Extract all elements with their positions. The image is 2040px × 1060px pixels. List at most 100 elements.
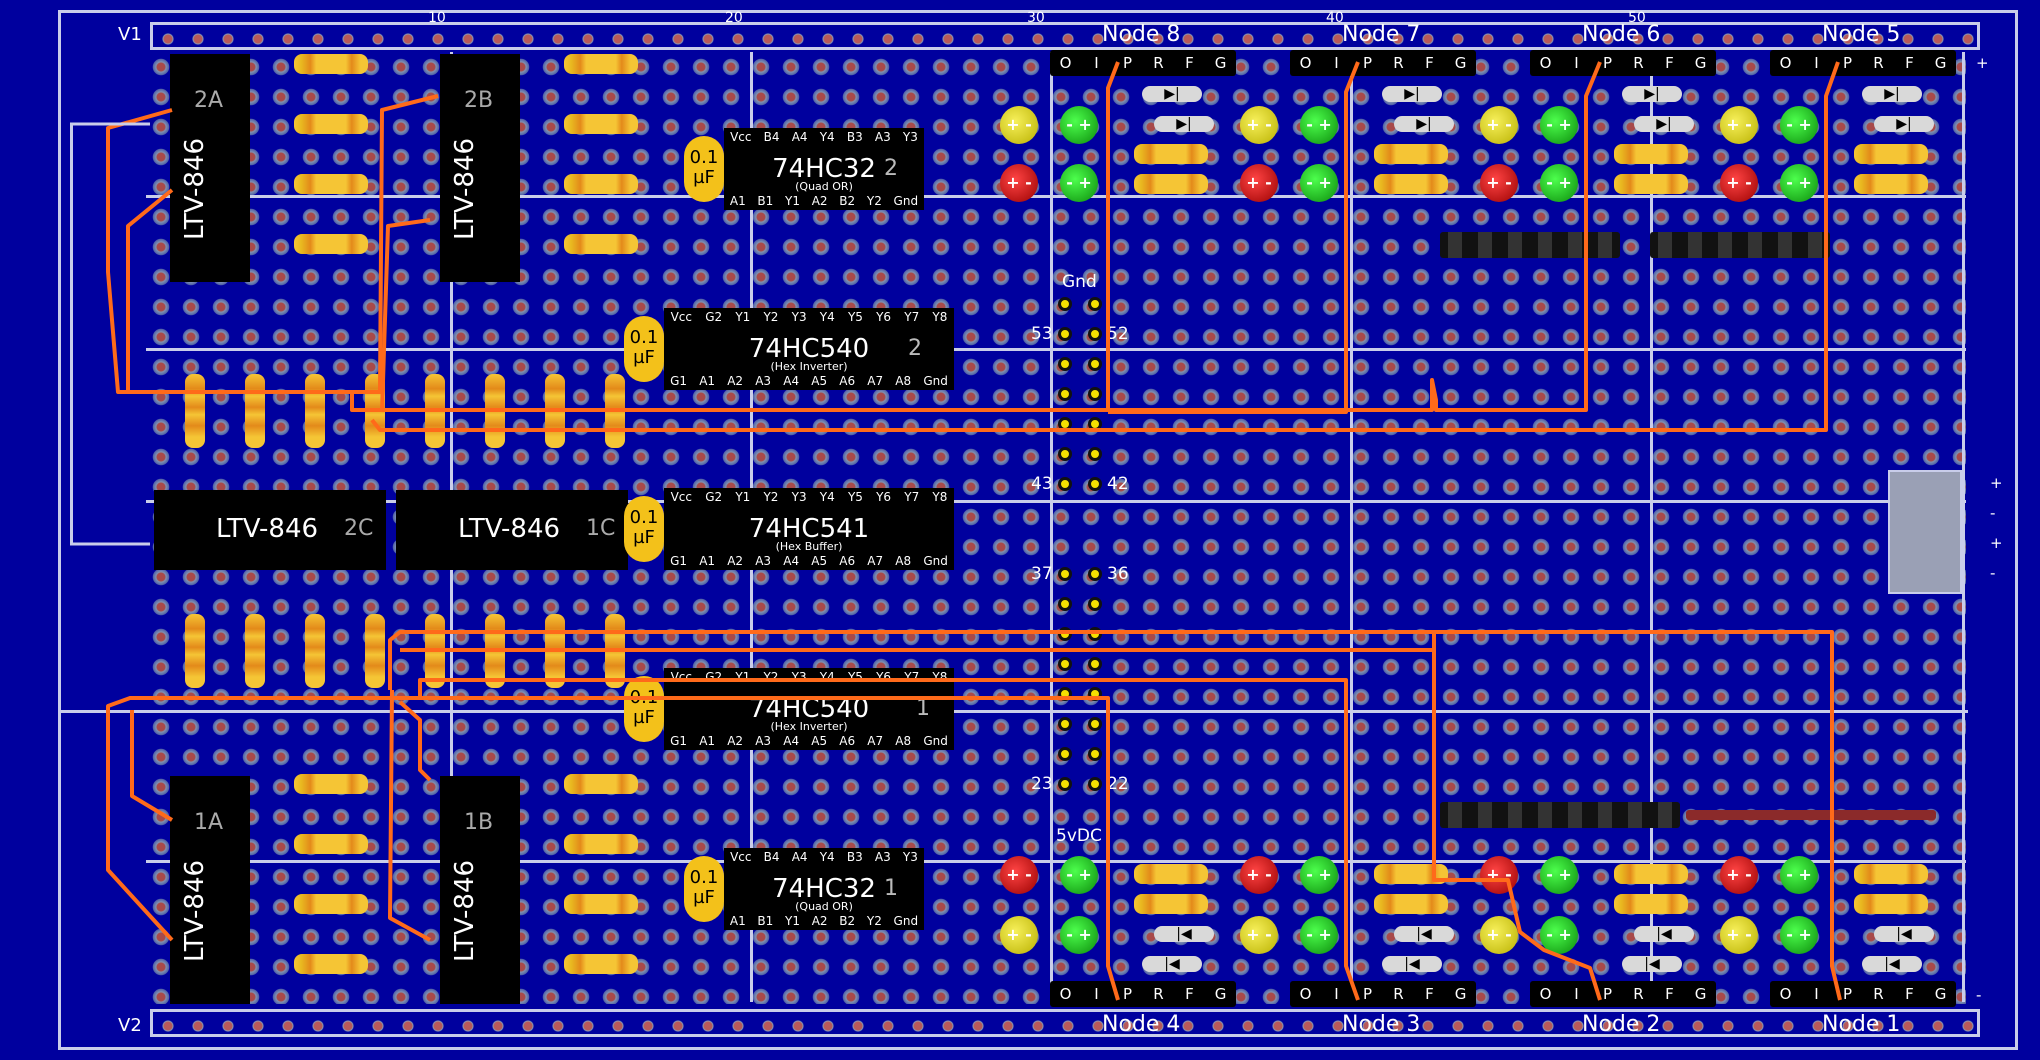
led-red: + -	[1720, 856, 1758, 894]
ruler-10: 10	[428, 10, 446, 26]
capacitor: 0.1 µF	[684, 856, 724, 922]
led-yellow: + -	[1240, 106, 1278, 144]
diode: |◀	[1382, 956, 1442, 972]
led-yellow: + -	[1000, 106, 1038, 144]
grid-divider	[1350, 52, 1353, 1002]
led-green: - +	[1060, 856, 1098, 894]
node-label-3: Node 3	[1342, 1012, 1421, 1037]
pin-label-52: 52	[1107, 324, 1129, 344]
pin-header-strip	[1650, 232, 1830, 258]
resistor	[1854, 894, 1928, 914]
pin-pad	[1058, 717, 1072, 731]
pin-pad	[1058, 447, 1072, 461]
opto-tag: 1B	[464, 810, 494, 835]
pin-label-22: 22	[1107, 774, 1129, 794]
rail-minus-label: -	[1976, 986, 1982, 1004]
rail-label-v2: V2	[118, 1015, 142, 1036]
pin-pad	[1058, 387, 1072, 401]
jumper-bar	[1686, 810, 1936, 820]
resistor	[294, 894, 368, 914]
diode: ▶|	[1154, 116, 1214, 132]
pin-pad	[1088, 687, 1102, 701]
led-green: - +	[1540, 916, 1578, 954]
diode: ▶|	[1622, 86, 1682, 102]
diode: |◀	[1622, 956, 1682, 972]
led-yellow: + -	[1720, 916, 1758, 954]
resistor	[1614, 174, 1688, 194]
ic-subtitle: (Hex Inverter)	[770, 720, 848, 733]
led-green: - +	[1300, 164, 1338, 202]
resistor	[605, 374, 625, 448]
led-green: - +	[1300, 916, 1338, 954]
resistor	[564, 174, 638, 194]
bottom-power-rail	[150, 1009, 1980, 1037]
power-connector	[1888, 470, 1962, 594]
pin-label-23: 23	[1031, 774, 1053, 794]
diode: |◀	[1874, 926, 1934, 942]
opto-2b: 2B LTV-846	[440, 54, 520, 282]
resistor	[564, 954, 638, 974]
ic-name: 74HC541	[748, 514, 870, 544]
opto-tag: 2B	[464, 88, 494, 113]
resistor	[294, 174, 368, 194]
opto-name: LTV-846	[450, 137, 481, 241]
resistor	[564, 894, 638, 914]
pin-label-43: 43	[1031, 474, 1053, 494]
opto-tag: 2C	[344, 516, 374, 541]
resistor	[1854, 144, 1928, 164]
node-label-5: Node 5	[1822, 22, 1901, 47]
resistor	[545, 374, 565, 448]
led-yellow: + -	[1240, 916, 1278, 954]
pin-pad	[1058, 657, 1072, 671]
resistor	[545, 614, 565, 688]
capacitor: 0.1 µF	[684, 136, 724, 202]
pin-pad	[1058, 567, 1072, 581]
opto-tag: 1C	[586, 516, 616, 541]
pin-pad	[1088, 387, 1102, 401]
perfboard	[58, 10, 2018, 1050]
resistor	[564, 234, 638, 254]
ruler-40: 40	[1326, 10, 1344, 26]
ruler-50: 50	[1628, 10, 1646, 26]
power-minus-label: -	[1990, 504, 1996, 522]
node-label-7: Node 7	[1342, 22, 1421, 47]
grid-divider	[1650, 52, 1653, 1002]
opto-2c: LTV-846 2C	[154, 490, 386, 570]
pin-pad	[1058, 417, 1072, 431]
led-red: + -	[1000, 164, 1038, 202]
pin-pad	[1088, 657, 1102, 671]
diode: |◀	[1862, 956, 1922, 972]
resistor	[1374, 864, 1448, 884]
diode: |◀	[1394, 926, 1454, 942]
led-red: + -	[1720, 164, 1758, 202]
resistor	[1614, 864, 1688, 884]
node-label-4: Node 4	[1102, 1012, 1181, 1037]
resistor	[1614, 894, 1688, 914]
ic-number: 1	[916, 696, 930, 721]
ruler-20: 20	[725, 10, 743, 26]
opto-name: LTV-846	[450, 859, 481, 963]
pin-pad	[1088, 447, 1102, 461]
pin-pad	[1058, 627, 1072, 641]
node-label-1: Node 1	[1822, 1012, 1901, 1037]
capacitor: 0.1 µF	[624, 496, 664, 562]
opto-name: LTV-846	[180, 137, 211, 241]
pin-header-strip	[1440, 232, 1620, 258]
resistor	[365, 374, 385, 448]
pin-pad	[1088, 357, 1102, 371]
pin-pad	[1058, 327, 1072, 341]
power-plus-label: +	[1990, 534, 2003, 552]
diode: |◀	[1154, 926, 1214, 942]
top-power-rail	[150, 22, 1980, 50]
